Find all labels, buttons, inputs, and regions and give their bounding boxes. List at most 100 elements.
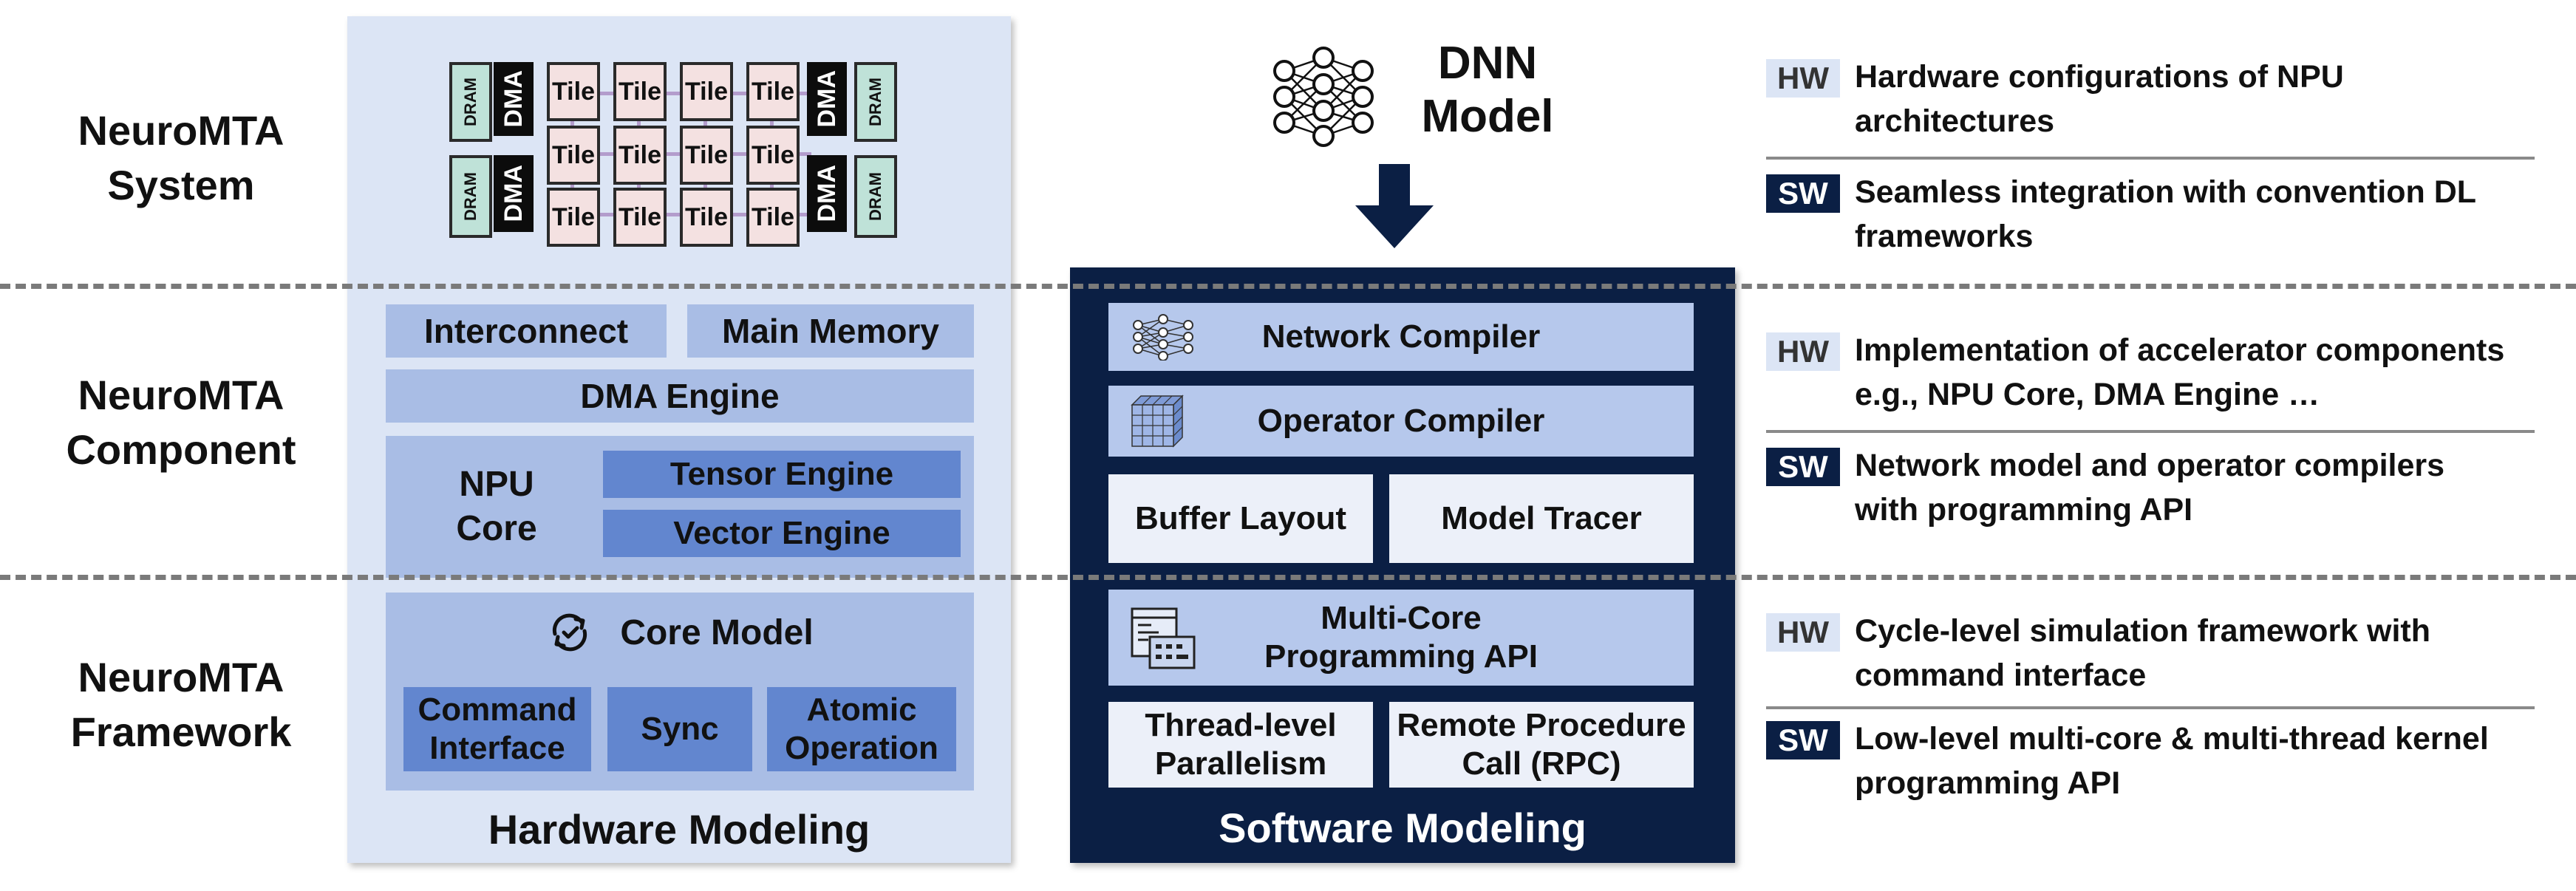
multi-core-line1: Multi-Core bbox=[1321, 600, 1482, 636]
dma-block: DMA bbox=[494, 155, 534, 232]
dram-block: DRAM bbox=[854, 155, 897, 238]
thread-line2: Parallelism bbox=[1154, 745, 1327, 782]
tensor-engine-label: Tensor Engine bbox=[669, 456, 894, 492]
note-line1: Hardware configurations of NPU bbox=[1855, 59, 2344, 95]
thread-level-box: Thread-level Parallelism bbox=[1108, 702, 1373, 788]
command-line1: Command bbox=[418, 692, 577, 728]
tile-label: Tile bbox=[752, 202, 794, 231]
rpc-line1: Remote Procedure bbox=[1397, 707, 1686, 743]
hardware-modeling-label: Hardware Modeling bbox=[488, 805, 870, 853]
dram-label: DRAM bbox=[866, 172, 885, 221]
dram-block: DRAM bbox=[854, 62, 897, 142]
tile-label: Tile bbox=[752, 140, 794, 169]
core-model-header: Core Model bbox=[386, 604, 974, 660]
layer-separator bbox=[0, 284, 2576, 289]
atomic-line2: Operation bbox=[785, 730, 938, 766]
rpc-box: Remote Procedure Call (RPC) bbox=[1389, 702, 1694, 788]
note-divider bbox=[1766, 157, 2535, 160]
npu-core-label: NPU Core bbox=[415, 443, 578, 570]
note-line2: with programming API bbox=[1855, 492, 2193, 528]
tile-label: Tile bbox=[685, 140, 728, 169]
interconnect-label: Interconnect bbox=[423, 312, 629, 350]
tile-label: Tile bbox=[619, 77, 661, 106]
note-text: Implementation of accelerator components… bbox=[1855, 328, 2549, 417]
operator-compiler-box: Operator Compiler bbox=[1108, 386, 1694, 457]
hw-tag: HW bbox=[1766, 59, 1840, 98]
note-line2: architectures bbox=[1855, 103, 2055, 139]
tile-label: Tile bbox=[619, 140, 661, 169]
hardware-modeling-title: Hardware Modeling bbox=[347, 799, 1011, 858]
multi-core-line2: Programming API bbox=[1264, 638, 1538, 675]
tile: Tile bbox=[680, 62, 733, 121]
tile: Tile bbox=[613, 126, 667, 185]
tile-label: Tile bbox=[685, 77, 728, 106]
dma-label: DMA bbox=[499, 165, 528, 222]
main-memory-box: Main Memory bbox=[687, 304, 974, 358]
dma-label: DMA bbox=[499, 70, 528, 128]
software-modeling-panel: Network Compiler Operator Compiler Buffe… bbox=[1070, 267, 1735, 863]
programming-window-icon bbox=[1131, 607, 1196, 669]
tile-label: Tile bbox=[552, 77, 595, 106]
tag-label: HW bbox=[1777, 615, 1829, 649]
tile: Tile bbox=[547, 62, 600, 121]
vector-engine-label: Vector Engine bbox=[673, 515, 890, 551]
network-compiler-label: Network Compiler bbox=[1261, 318, 1541, 355]
main-memory-label: Main Memory bbox=[722, 312, 939, 350]
dnn-model-line2: Model bbox=[1421, 91, 1554, 142]
npu-system-diagram: DRAM DMA DRAM DMA Tile Tile Tile Tile Ti… bbox=[449, 62, 909, 253]
layer-separator bbox=[0, 575, 2576, 580]
note-line2: programming API bbox=[1855, 765, 2121, 801]
dram-block: DRAM bbox=[449, 62, 492, 142]
tag-label: SW bbox=[1778, 723, 1828, 757]
tile: Tile bbox=[547, 126, 600, 185]
software-modeling-title: Software Modeling bbox=[1070, 798, 1735, 857]
note-text: Hardware configurations of NPU architect… bbox=[1855, 55, 2549, 143]
layer-title-line1: NeuroMTA bbox=[78, 654, 284, 700]
tile-label: Tile bbox=[552, 202, 595, 231]
tile: Tile bbox=[746, 126, 800, 185]
tile-label: Tile bbox=[685, 202, 728, 231]
layer-title-line1: NeuroMTA bbox=[78, 372, 284, 418]
core-model-box: Core Model Command Interface Sync Atomic… bbox=[386, 593, 974, 791]
dma-block: DMA bbox=[807, 155, 847, 232]
dram-label: DRAM bbox=[866, 78, 885, 126]
tile-label: Tile bbox=[619, 202, 661, 231]
tile: Tile bbox=[680, 126, 733, 185]
dma-engine-box: DMA Engine bbox=[386, 369, 974, 423]
dnn-model-line1: DNN bbox=[1437, 38, 1538, 89]
tag-label: SW bbox=[1778, 176, 1828, 211]
layer-title-system: NeuroMTA System bbox=[30, 103, 333, 213]
tag-label: HW bbox=[1777, 334, 1829, 369]
tile: Tile bbox=[746, 62, 800, 121]
rpc-line2: Call (RPC) bbox=[1462, 745, 1621, 782]
multi-core-api-box: Multi-Core Programming API bbox=[1108, 590, 1694, 686]
note-text: Seamless integration with convention DL … bbox=[1855, 170, 2549, 259]
dma-label: DMA bbox=[812, 165, 841, 222]
layer-title-component: NeuroMTA Component bbox=[30, 368, 333, 477]
interconnect-box: Interconnect bbox=[386, 304, 667, 358]
layer-title-framework: NeuroMTA Framework bbox=[30, 650, 333, 759]
hw-tag: HW bbox=[1766, 613, 1840, 652]
sync-box: Sync bbox=[607, 687, 752, 771]
notes-panel: HW Hardware configurations of NPU archit… bbox=[1766, 0, 2549, 891]
tile: Tile bbox=[613, 188, 667, 247]
atomic-line1: Atomic bbox=[806, 692, 917, 728]
neural-network-icon bbox=[1133, 314, 1193, 361]
dnn-model-label: DNN Model bbox=[1394, 37, 1581, 143]
neural-network-icon bbox=[1273, 47, 1374, 147]
note-line1: Network model and operator compilers bbox=[1855, 448, 2445, 483]
note-line2: e.g., NPU Core, DMA Engine … bbox=[1855, 377, 2320, 412]
command-line2: Interface bbox=[429, 730, 565, 766]
sw-tag: SW bbox=[1766, 448, 1840, 486]
vector-engine-box: Vector Engine bbox=[603, 510, 961, 557]
buffer-layout-box: Buffer Layout bbox=[1108, 474, 1373, 563]
tensor-engine-box: Tensor Engine bbox=[603, 451, 961, 498]
dma-label: DMA bbox=[812, 70, 841, 128]
network-compiler-box: Network Compiler bbox=[1108, 303, 1694, 371]
tag-label: HW bbox=[1777, 61, 1829, 95]
note-line1: Cycle-level simulation framework with bbox=[1855, 613, 2431, 649]
model-tracer-box: Model Tracer bbox=[1389, 474, 1694, 563]
thread-line1: Thread-level bbox=[1145, 707, 1337, 743]
tile: Tile bbox=[680, 188, 733, 247]
sw-tag: SW bbox=[1766, 174, 1840, 213]
